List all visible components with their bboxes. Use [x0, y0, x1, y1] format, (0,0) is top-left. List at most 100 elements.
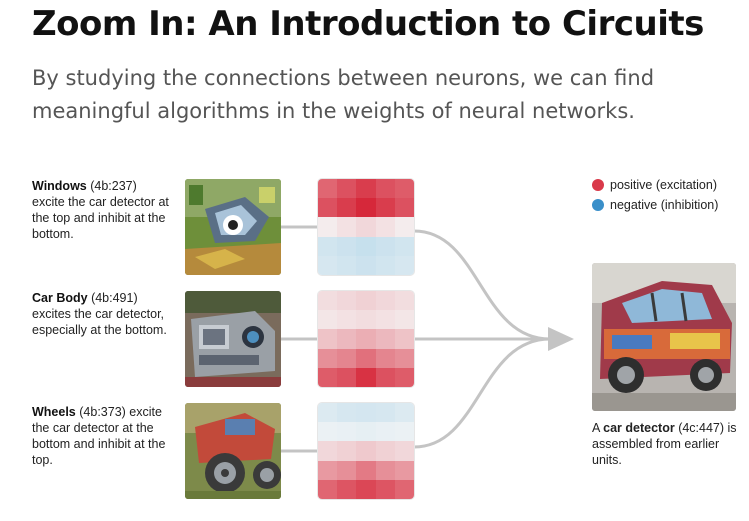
weight-cell [318, 479, 338, 499]
weight-cell [356, 348, 376, 368]
weight-cell [394, 179, 414, 199]
weight-cell [337, 329, 357, 349]
arrow-head-icon [548, 327, 574, 351]
weight-cell [318, 217, 338, 237]
weight-cell [318, 348, 338, 368]
weight-cell [356, 479, 376, 499]
weight-cell [337, 179, 357, 199]
weight-cell [356, 291, 376, 311]
weight-cell [337, 310, 357, 330]
weight-cell [318, 310, 338, 330]
weight-cell [318, 441, 338, 461]
legend-positive-label: positive (excitation) [610, 178, 717, 192]
weight-cell [318, 329, 338, 349]
weight-cell [375, 291, 395, 311]
weight-cell [356, 422, 376, 442]
weight-cell [394, 255, 414, 275]
neuron-unit: (4b:373) [79, 405, 126, 419]
target-unit: (4c:447) [678, 421, 725, 435]
weight-cell [356, 460, 376, 480]
weight-cell [375, 310, 395, 330]
neuron-unit: (4b:491) [91, 291, 138, 305]
weight-cell [337, 403, 357, 423]
page-subtitle: By studying the connections between neur… [32, 66, 655, 123]
weights-grid-windows [318, 179, 414, 275]
weight-cell [318, 291, 338, 311]
windows-feature-visualization [185, 179, 281, 275]
weight-cell [356, 255, 376, 275]
weight-cell [394, 236, 414, 256]
weight-cell [375, 348, 395, 368]
neuron-description-car-body: Car Body (4b:491) excites the car detect… [32, 290, 172, 338]
car-body-feature-visualization [185, 291, 281, 387]
weight-cell [356, 310, 376, 330]
legend-negative: negative (inhibition) [592, 198, 718, 212]
weight-cell [356, 403, 376, 423]
weight-cell [375, 198, 395, 218]
target-prefix: A [592, 421, 600, 435]
weight-cell [394, 422, 414, 442]
weight-cell [394, 291, 414, 311]
weight-cell [318, 179, 338, 199]
weight-cell [356, 179, 376, 199]
weight-cell [375, 460, 395, 480]
weight-cell [394, 217, 414, 237]
weight-cell [337, 217, 357, 237]
weight-cell [375, 403, 395, 423]
weight-cell [394, 310, 414, 330]
legend-negative-label: negative (inhibition) [610, 198, 719, 212]
weight-cell [394, 479, 414, 499]
weight-cell [337, 291, 357, 311]
weight-cell [318, 367, 338, 387]
weight-cell [356, 198, 376, 218]
neuron-unit: (4b:237) [90, 179, 137, 193]
target-description: A car detector (4c:447) is assembled fro… [592, 420, 740, 468]
weights-to-target-curve-1 [412, 229, 552, 341]
wheels-feature-visualization [185, 403, 281, 499]
neuron-description-wheels: Wheels (4b:373) excite the car detector … [32, 404, 172, 468]
neuron-name: Car Body [32, 291, 88, 305]
weight-cell [394, 367, 414, 387]
weight-cell [337, 348, 357, 368]
weight-cell [375, 422, 395, 442]
neuron-description-windows: Windows (4b:237) excite the car detector… [32, 178, 172, 242]
weight-cell [394, 198, 414, 218]
weight-cell [375, 329, 395, 349]
weight-cell [337, 255, 357, 275]
weights-to-target-curve-3 [412, 337, 552, 449]
weight-cell [356, 367, 376, 387]
negative-dot-icon [592, 199, 604, 211]
weight-cell [394, 460, 414, 480]
weight-cell [375, 179, 395, 199]
weight-cell [394, 441, 414, 461]
weight-cell [318, 198, 338, 218]
car-detector-feature-visualization [592, 263, 736, 411]
weight-cell [356, 236, 376, 256]
page-title: Zoom In: An Introduction to Circuits [32, 4, 704, 44]
weights-grid-wheels [318, 403, 414, 499]
weight-cell [356, 441, 376, 461]
weight-cell [318, 460, 338, 480]
neuron-name: Windows [32, 179, 87, 193]
neuron-name: Wheels [32, 405, 76, 419]
weight-cell [375, 236, 395, 256]
weight-cell [318, 403, 338, 423]
weight-cell [356, 217, 376, 237]
neuron-text: excite the car detector at the bottom an… [32, 405, 166, 467]
weight-cell [337, 198, 357, 218]
weight-cell [356, 329, 376, 349]
weight-cell [394, 348, 414, 368]
weight-cell [375, 217, 395, 237]
positive-dot-icon [592, 179, 604, 191]
weight-cell [337, 367, 357, 387]
weight-cell [394, 329, 414, 349]
weight-cell [337, 236, 357, 256]
weight-cell [318, 422, 338, 442]
neuron-text: excites the car detector, especially at … [32, 307, 167, 337]
weight-cell [394, 403, 414, 423]
weight-cell [337, 422, 357, 442]
weight-cell [318, 236, 338, 256]
weight-cell [375, 367, 395, 387]
weight-cell [337, 441, 357, 461]
weight-cell [337, 479, 357, 499]
